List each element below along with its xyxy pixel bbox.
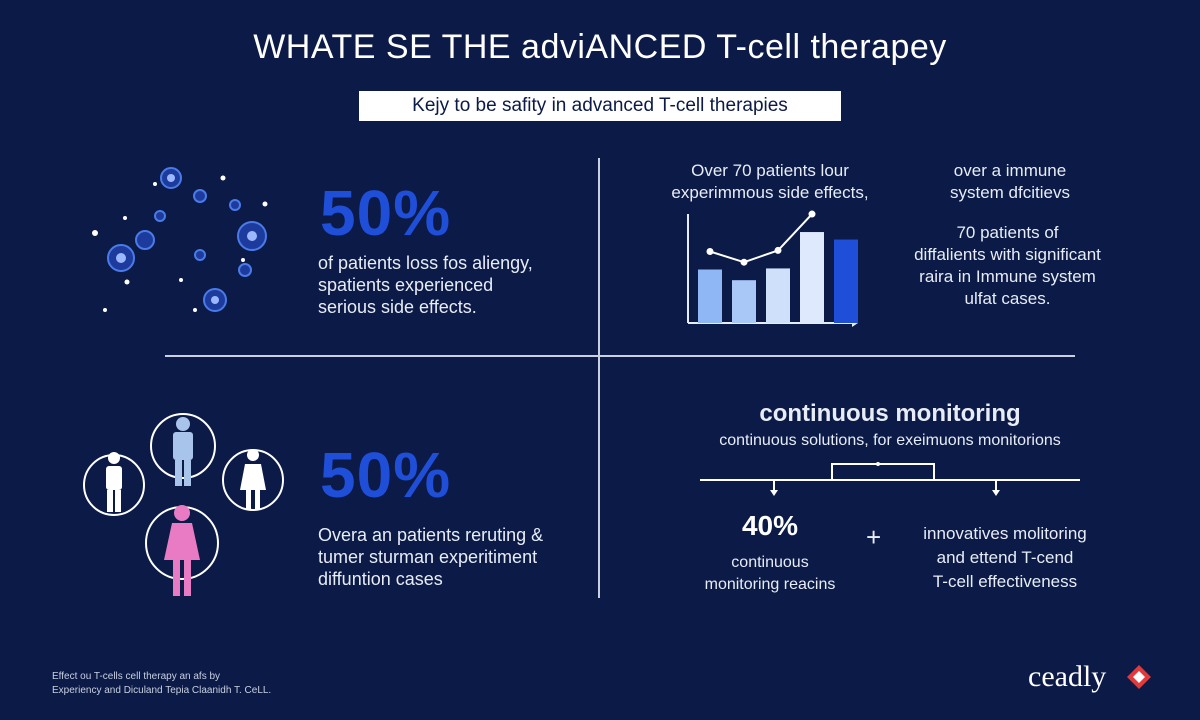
chart-bar-4: [800, 232, 824, 323]
brand-logo-icon: [1127, 665, 1151, 689]
monitoring-timeline-icon: [700, 462, 1080, 496]
stat-top-left: 50%: [320, 177, 452, 249]
chart-bar-2: [732, 280, 756, 323]
subtitle-banner: Kejy to be safity in advanced T-cell the…: [359, 91, 841, 121]
chart-trend-segment: [743, 249, 779, 264]
patients-group-icon: [83, 413, 284, 596]
chart-trend-segment: [777, 213, 813, 252]
immune-info: over a immune system dfcitievs: [920, 160, 1100, 204]
innovation-line3: T-cell effectiveness: [932, 572, 1078, 591]
chart-caption: Over 70 patients lour experimmous side e…: [640, 160, 900, 204]
stat-top-left-line2: spatients experienced: [318, 275, 494, 295]
chart-bar-3: [766, 268, 790, 323]
page-title: WHATE SE THE adviANCED T-cell therapey: [253, 28, 947, 66]
chart-caption-line1: Over 70 patients lour: [691, 161, 849, 180]
innovation-text: innovatives molitoring and ettend T-cend…: [890, 522, 1120, 594]
stat-top-left-line1: of patients loss fos aliengy,: [318, 253, 533, 273]
chart-bar-5: [834, 239, 858, 323]
immune-line4: diffalients with significant: [914, 245, 1101, 264]
chart-trend-point: [774, 246, 782, 254]
stat-monitoring-line1: continuous: [731, 554, 809, 571]
monitoring-subtitle: continuous solutions, for exeimuons moni…: [719, 432, 1061, 449]
innovation-line1: innovatives molitoring: [923, 524, 1087, 543]
plus-icon: +: [866, 522, 882, 552]
stat-bottom-left: 50%: [320, 439, 452, 511]
immune-line1: over a immune: [953, 161, 1067, 180]
horizontal-divider: [165, 355, 1075, 357]
stat-monitoring-line2: monitoring reacins: [704, 576, 836, 593]
vertical-divider: [598, 158, 600, 598]
footnote-line1: Effect ou T-cells cell therapy an afs by: [52, 671, 221, 682]
immune-line5: raira in Immune system: [919, 267, 1096, 286]
subtitle-text: Kejy to be safity in advanced T-cell the…: [412, 95, 788, 116]
innovation-line2: and ettend T-cend: [936, 548, 1074, 567]
stat-bottom-left-line3: diffuntion cases: [318, 569, 443, 589]
immune-line2: system dfcitievs: [950, 183, 1070, 202]
bar-chart: [687, 210, 858, 327]
stat-bottom-left-line2: tumer sturman experitiment: [318, 547, 538, 567]
chart-bar-1: [698, 269, 722, 323]
footnote: Effect ou T-cells cell therapy an afs by…: [52, 670, 271, 698]
chart-trend-segment: [709, 250, 745, 264]
stat-top-left-line3: serious side effects.: [318, 297, 477, 317]
chart-trend-point: [808, 210, 816, 218]
chart-trend-point: [740, 258, 748, 266]
person-left-icon: [106, 452, 122, 512]
immune-line3: 70 patients of: [956, 223, 1059, 242]
person-top-icon: [173, 417, 193, 486]
stat-monitoring: 40%: [741, 510, 799, 541]
immune-detail: 70 patients of diffalients with signific…: [900, 222, 1115, 310]
chart-trend-point: [706, 248, 714, 255]
stat-bottom-left-line1: Overa an patients reruting &: [318, 525, 544, 545]
immune-line6: ulfat cases.: [964, 289, 1051, 308]
brand-logo-text: ceadly: [1028, 660, 1107, 693]
chart-caption-line2: experimmous side effects,: [671, 183, 869, 202]
footnote-line2: Experiency and Diculand Tepia Claanidh T…: [52, 685, 272, 696]
stat-monitoring-text: continuous monitoring reacins: [680, 552, 860, 596]
person-right-icon: [240, 449, 266, 510]
monitoring-title: continuous monitoring: [759, 400, 1021, 427]
t-cell-cluster-icon: [92, 167, 268, 312]
person-center-icon: [164, 505, 200, 596]
